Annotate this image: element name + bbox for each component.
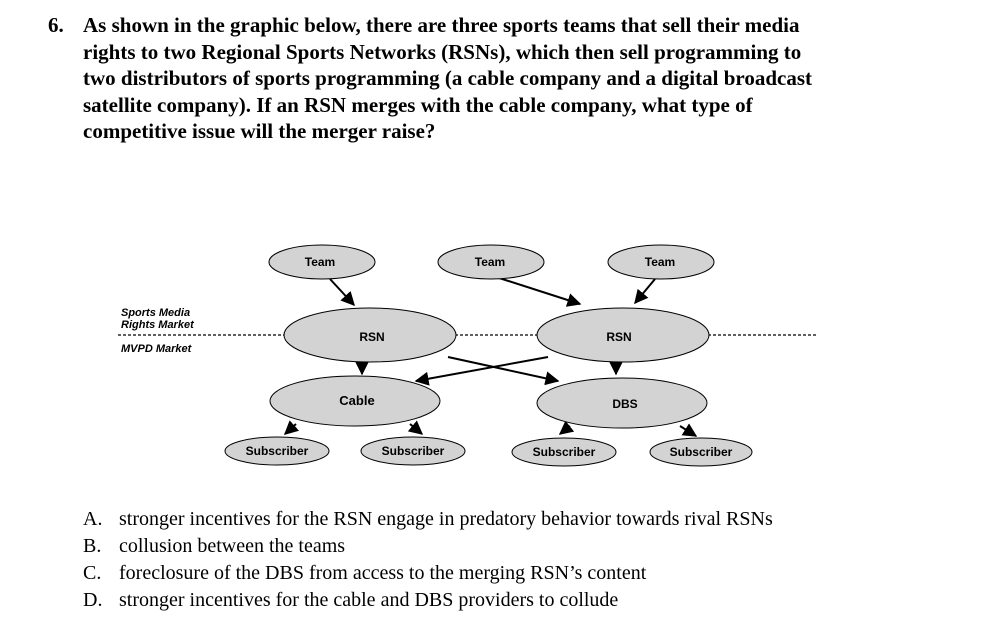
answer-text: foreclosure of the DBS from access to th… [119, 562, 647, 584]
answer-letter: C. [83, 562, 102, 584]
arrow-rsn2-cable [414, 356, 549, 386]
question-line: rights to two Regional Sports Networks (… [83, 39, 802, 64]
rsn-node: RSN [536, 307, 710, 363]
answer-choices: A. stronger incentives for the RSN engag… [83, 506, 963, 614]
arrow-team1-rsn1 [329, 278, 355, 307]
arrow-cable-sub2 [407, 420, 424, 435]
answer-choice: D. stronger incentives for the cable and… [83, 587, 963, 614]
market-label-upper: Sports Media [121, 307, 190, 319]
rsn-node: RSN [283, 307, 457, 363]
subscriber-label: Subscriber [670, 445, 733, 459]
team-node: Team [607, 244, 715, 280]
team-node: Team [437, 244, 545, 280]
answer-choice: B. collusion between the teams [83, 533, 963, 560]
subscriber-node: Subscriber [649, 437, 753, 467]
question-line: competitive issue will the merger raise? [83, 119, 436, 143]
rsn-label: RSN [359, 330, 384, 344]
arrow-dbs-sub3 [558, 420, 575, 435]
dbs-node: DBS [536, 377, 708, 429]
answer-choice: C. foreclosure of the DBS from access to… [83, 560, 963, 587]
rsn-label: RSN [606, 330, 631, 344]
team-label: Team [305, 255, 335, 269]
answer-letter: B. [83, 535, 102, 557]
arrow-cable-sub1 [283, 420, 300, 435]
answer-letter: A. [83, 508, 103, 530]
answer-letter: D. [83, 589, 103, 611]
team-node: Team [268, 244, 376, 280]
question-text: As shown in the graphic below, there are… [83, 12, 943, 145]
answer-text: stronger incentives for the RSN engage i… [119, 508, 773, 530]
question-line: As shown in the graphic below, there are… [83, 13, 800, 37]
arrow-team2-rsn2 [495, 276, 582, 307]
answer-text: stronger incentives for the cable and DB… [119, 589, 619, 611]
answer-text: collusion between the teams [119, 535, 346, 557]
subscriber-node: Subscriber [360, 436, 466, 466]
team-label: Team [645, 255, 675, 269]
subscriber-node: Subscriber [511, 437, 617, 467]
subscriber-node: Subscriber [224, 436, 330, 466]
subscriber-label: Subscriber [246, 444, 309, 458]
answer-choice: A. stronger incentives for the RSN engag… [83, 506, 963, 533]
market-label-lower: MVPD Market [121, 343, 193, 355]
arrow-dbs-sub4 [679, 423, 698, 437]
question-line: satellite company). If an RSN merges wit… [83, 92, 753, 117]
market-label-upper: Rights Market [121, 319, 195, 331]
arrow-team3-rsn2 [634, 278, 656, 305]
subscriber-label: Subscriber [533, 445, 596, 459]
team-label: Team [475, 255, 505, 269]
arrow-rsn1-dbs [447, 356, 560, 386]
cable-node: Cable [269, 375, 441, 427]
question-line: two distributors of sports programming (… [83, 66, 813, 90]
cable-label: Cable [339, 393, 374, 408]
dbs-label: DBS [612, 397, 637, 411]
question-number: 6. [48, 13, 64, 37]
subscriber-label: Subscriber [382, 444, 445, 458]
